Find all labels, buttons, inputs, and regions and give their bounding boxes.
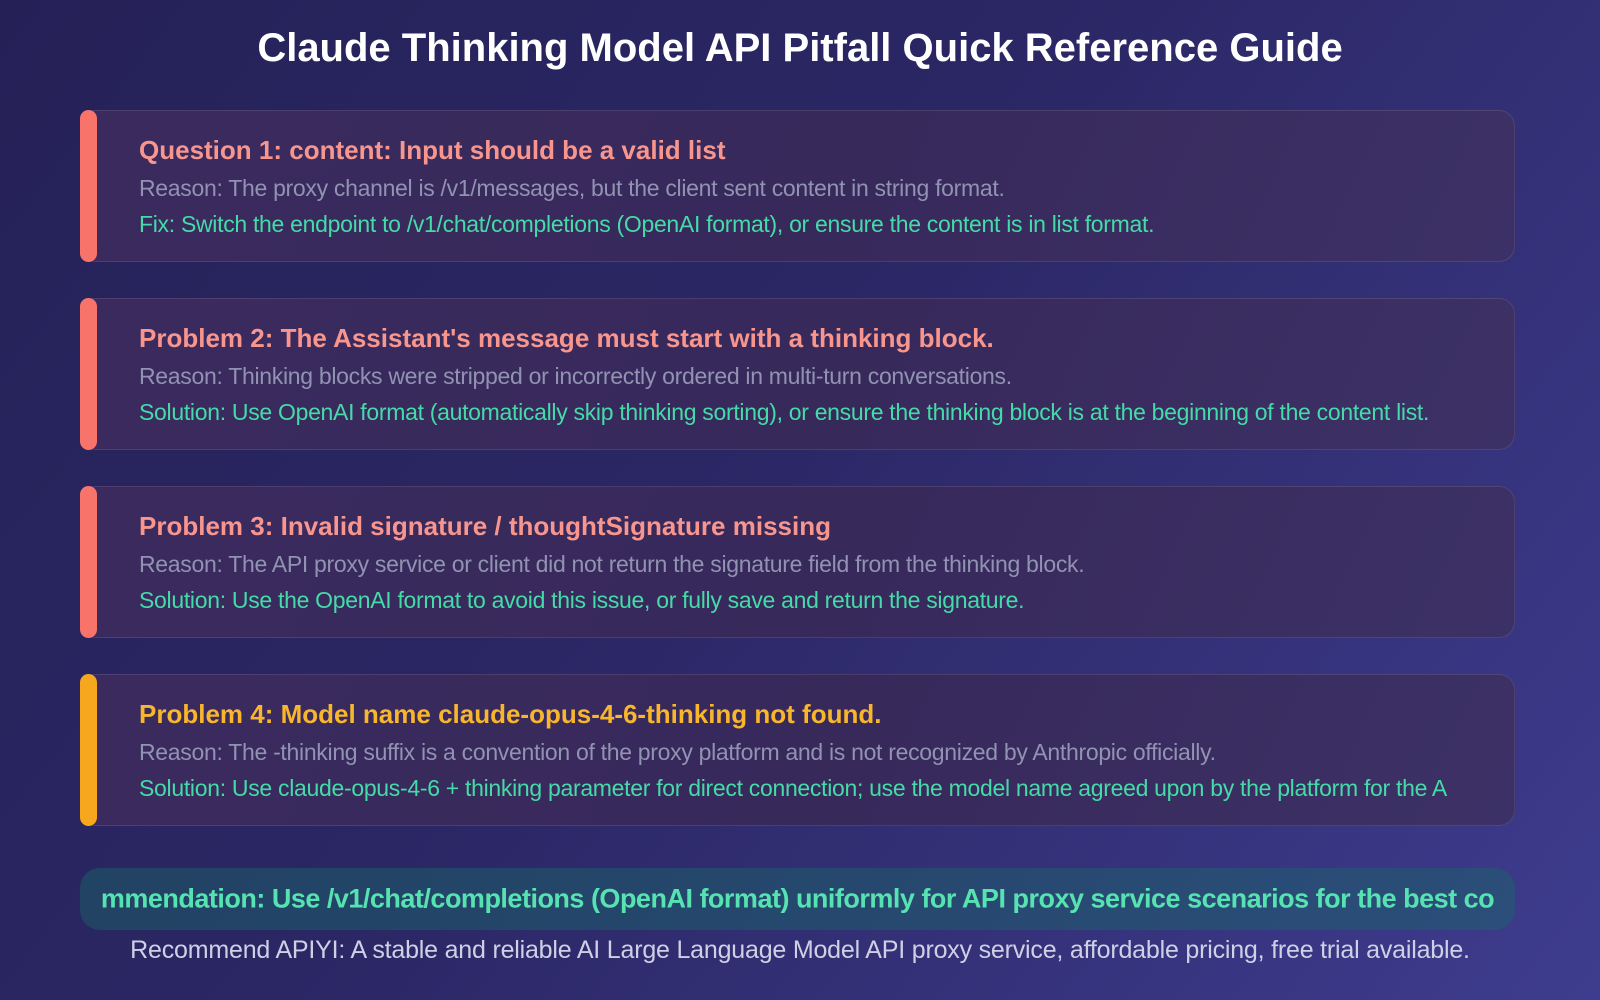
card-accent-bar <box>80 298 97 450</box>
card-reason-text: Reason: Thinking blocks were stripped or… <box>139 363 1012 389</box>
card-reason-text: Reason: The proxy channel is /v1/message… <box>139 175 1005 201</box>
problem-card-list: Question 1: content: Input should be a v… <box>80 110 1515 862</box>
card-content: Problem 2: The Assistant's message must … <box>81 299 1514 449</box>
card-title: Question 1: content: Input should be a v… <box>139 135 726 165</box>
card-title: Problem 2: The Assistant's message must … <box>139 323 994 353</box>
card-reason-text: Reason: The API proxy service or client … <box>139 551 1085 577</box>
problem-card: Problem 4: Model name claude-opus-4-6-th… <box>80 674 1515 826</box>
problem-card: Problem 3: Invalid signature / thoughtSi… <box>80 486 1515 638</box>
card-accent-bar <box>80 110 97 262</box>
footer-note: Recommend APIYI: A stable and reliable A… <box>130 936 1470 964</box>
card-content: Question 1: content: Input should be a v… <box>81 111 1514 261</box>
card-accent-bar <box>80 674 97 826</box>
card-solution-text: Fix: Switch the endpoint to /v1/chat/com… <box>139 211 1155 237</box>
card-content: Problem 4: Model name claude-opus-4-6-th… <box>81 675 1514 825</box>
problem-card: Question 1: content: Input should be a v… <box>80 110 1515 262</box>
page-title: Claude Thinking Model API Pitfall Quick … <box>257 26 1343 70</box>
card-solution-text: Solution: Use claude-opus-4-6 + thinking… <box>139 775 1447 801</box>
card-title: Problem 3: Invalid signature / thoughtSi… <box>139 511 831 541</box>
card-reason-text: Reason: The -thinking suffix is a conven… <box>139 739 1216 765</box>
card-title: Problem 4: Model name claude-opus-4-6-th… <box>139 699 882 729</box>
card-solution-text: Solution: Use the OpenAI format to avoid… <box>139 587 1025 613</box>
card-accent-bar <box>80 486 97 638</box>
recommendation-banner: mmendation: Use /v1/chat/completions (Op… <box>80 868 1515 930</box>
problem-card: Problem 2: The Assistant's message must … <box>80 298 1515 450</box>
card-content: Problem 3: Invalid signature / thoughtSi… <box>81 487 1514 637</box>
recommendation-banner-text: mmendation: Use /v1/chat/completions (Op… <box>100 883 1495 914</box>
card-solution-text: Solution: Use OpenAI format (automatical… <box>139 399 1430 425</box>
